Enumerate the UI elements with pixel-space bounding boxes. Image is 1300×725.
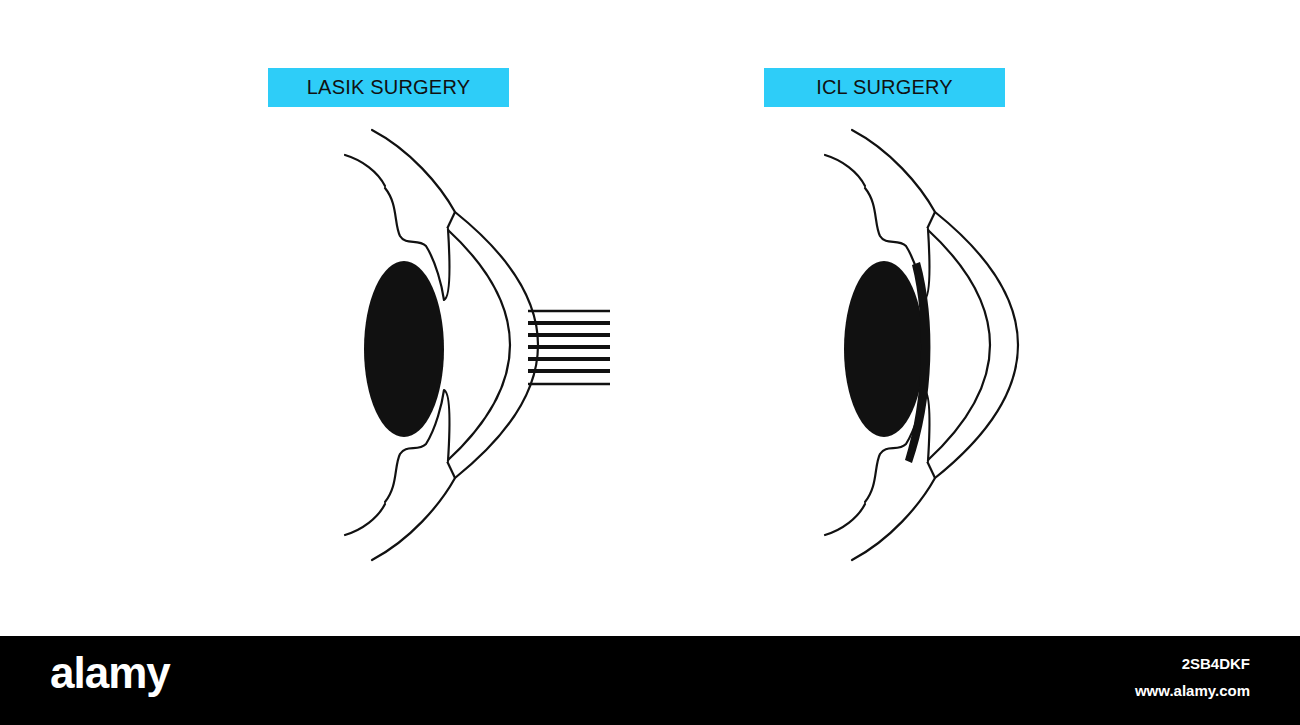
watermark-bar: [0, 636, 1300, 725]
watermark-url: www.alamy.com: [1135, 682, 1250, 699]
title-text: ICL SURGERY: [816, 76, 953, 99]
title-box: LASIK SURGERY: [268, 68, 509, 107]
title-text: LASIK SURGERY: [307, 76, 470, 99]
title-box: ICL SURGERY: [764, 68, 1005, 107]
lasik-eye: [345, 130, 538, 560]
icl-eye: [825, 130, 1018, 560]
watermark-logo: alamy: [50, 648, 170, 698]
image-id: 2SB4DKF: [1182, 655, 1250, 672]
implantable-lens: [905, 262, 930, 463]
laser-beam: [528, 311, 610, 384]
